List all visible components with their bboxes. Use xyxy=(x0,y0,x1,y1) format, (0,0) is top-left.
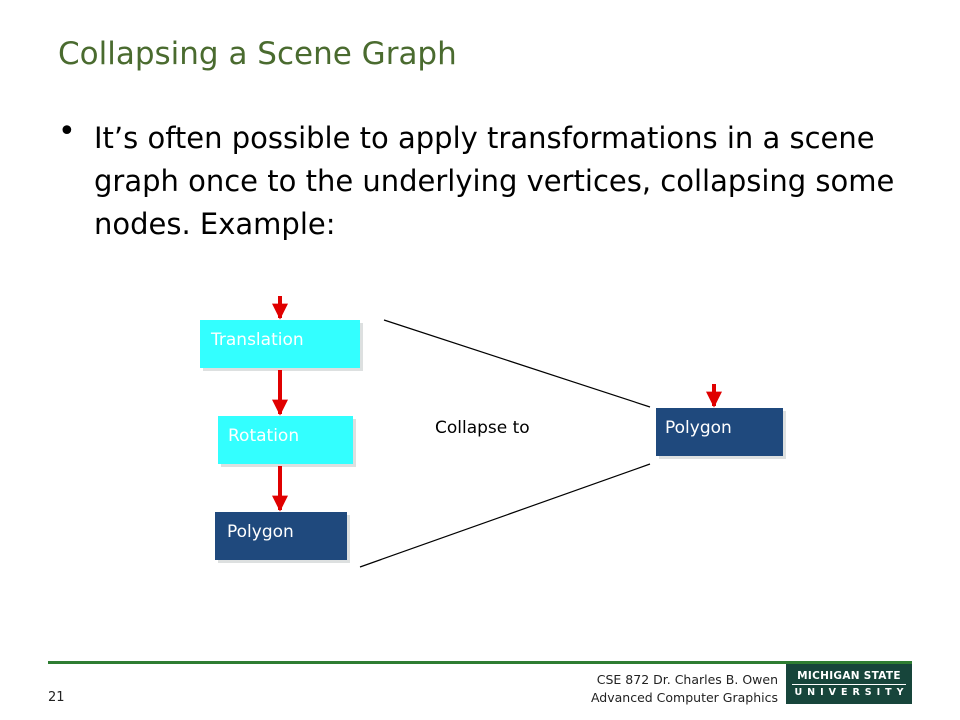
footer-subtitle-line: Advanced Computer Graphics xyxy=(590,690,778,705)
logo-bottom-text: UNIVERSITY xyxy=(794,687,909,698)
bullet-text: It’s often possible to apply transformat… xyxy=(94,121,895,241)
translation-label: Translation xyxy=(211,330,304,350)
collapse-line-bottom xyxy=(359,463,651,568)
polygon-node-left-box xyxy=(215,512,347,560)
polygon-node-right-box xyxy=(656,408,783,456)
polygon-node-right xyxy=(656,408,786,459)
polygon-right-label: Polygon xyxy=(665,418,732,438)
rotation-label: Rotation xyxy=(228,426,300,446)
bullet-marker: • xyxy=(58,114,76,149)
translation-node-box xyxy=(200,320,360,368)
translation-node xyxy=(200,320,363,371)
logo-rule xyxy=(792,684,906,685)
polygon-left-label: Polygon xyxy=(227,522,294,542)
rotation-node xyxy=(218,416,356,467)
footer-rule xyxy=(48,661,912,664)
logo-top-text: MICHIGAN STATE xyxy=(797,670,901,682)
footer-course-line: CSE 872 Dr. Charles B. Owen xyxy=(596,672,778,687)
footer-credit: CSE 872 Dr. Charles B. Owen Advanced Com… xyxy=(591,671,778,707)
polygon-node-left xyxy=(215,512,350,563)
collapse-line-top xyxy=(383,319,651,408)
collapse-to-label: Collapse to xyxy=(435,418,530,438)
slide-title: Collapsing a Scene Graph xyxy=(58,36,457,72)
page-number: 21 xyxy=(48,690,65,705)
university-logo: MICHIGAN STATE UNIVERSITY xyxy=(786,664,912,704)
rotation-node-box xyxy=(218,416,353,464)
